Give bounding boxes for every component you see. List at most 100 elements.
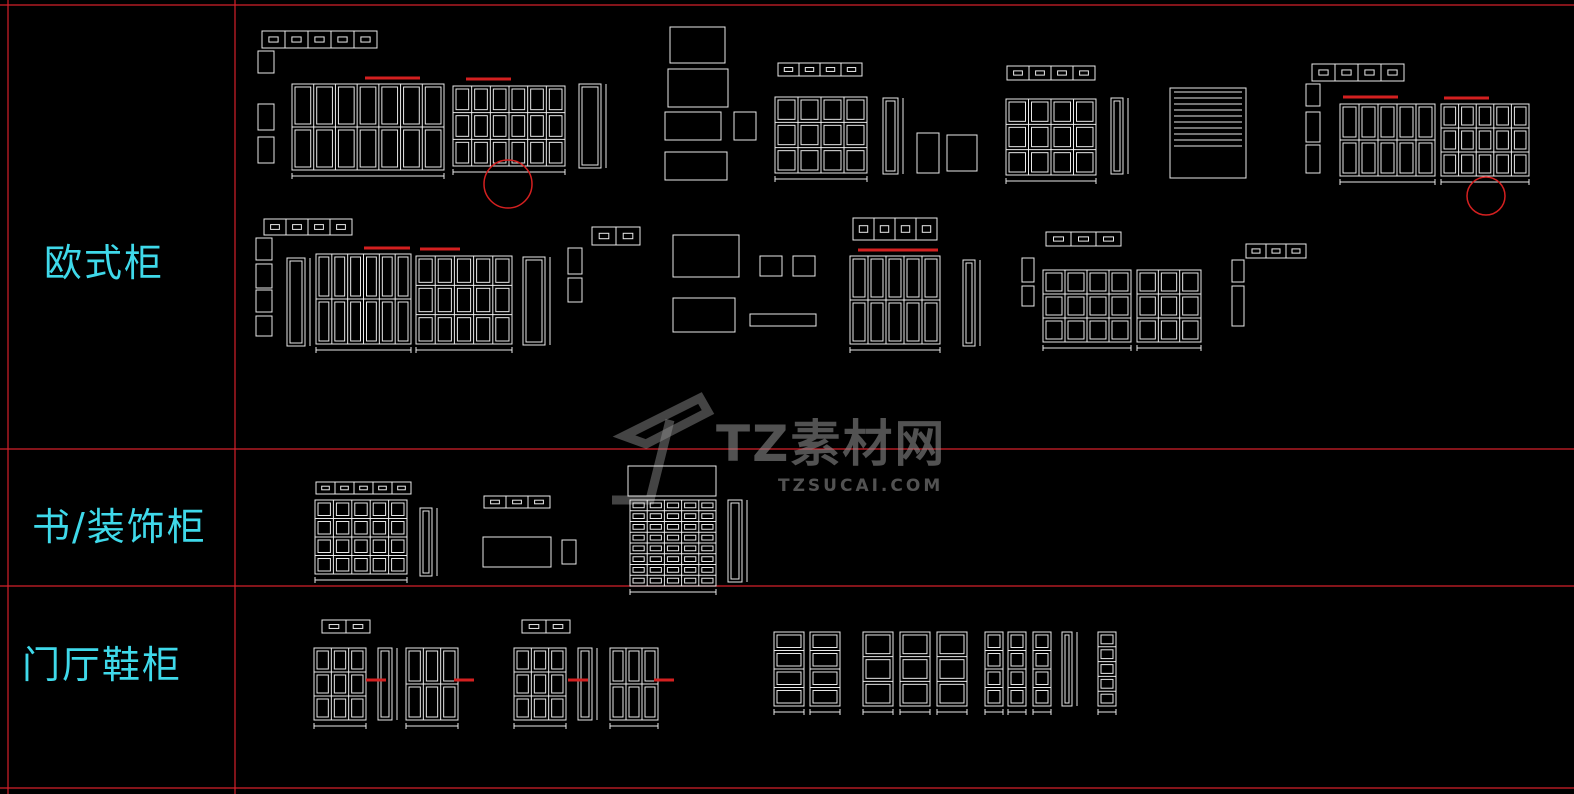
door-panel [403, 129, 420, 168]
door-panel [812, 690, 838, 704]
door-panel [425, 686, 439, 718]
door-panel [425, 650, 439, 682]
top-view-label-box [397, 485, 406, 491]
top-view-box [1072, 65, 1096, 81]
door-panel [492, 141, 507, 164]
top-view-label-box [291, 36, 302, 43]
door-panel [1139, 320, 1156, 340]
side-box [1305, 111, 1321, 143]
top-view-box [483, 495, 507, 509]
side-box [1305, 83, 1321, 107]
door-panel [987, 634, 1001, 648]
top-view-label-box [337, 36, 348, 43]
top-view-box [505, 495, 529, 509]
door-panel [418, 317, 433, 342]
top-view-box [873, 217, 896, 241]
top-view-label-box [1103, 236, 1114, 242]
side-section-inner [965, 262, 973, 344]
door-panel [1089, 272, 1107, 292]
door-panel [492, 115, 507, 137]
door-panel [318, 256, 330, 297]
door-panel [337, 129, 355, 168]
door-panel [381, 86, 399, 125]
door-panel [443, 686, 456, 718]
door-panel [335, 539, 350, 553]
side-section-inner [422, 510, 430, 574]
side-box [567, 277, 583, 303]
top-view-label-box [825, 67, 836, 72]
side-section [882, 97, 899, 175]
door-panel [1496, 106, 1509, 126]
cabinet-elevation [669, 26, 726, 64]
side-box [1021, 285, 1035, 307]
side-section [962, 259, 976, 347]
door-panel [495, 317, 510, 342]
door-panel [1496, 130, 1509, 150]
door-panel [333, 698, 347, 718]
door-panel [1008, 101, 1026, 122]
section-label-foyer-shoe-cabinet: 门厅鞋柜 [22, 643, 183, 687]
door-panel [354, 521, 368, 535]
door-panel [1010, 690, 1024, 704]
door-panel [1399, 106, 1414, 138]
door-panel [533, 674, 547, 694]
door-panel [1010, 634, 1024, 648]
top-view-box [1380, 63, 1405, 82]
door-panel [548, 88, 563, 111]
door-panel [492, 88, 507, 111]
door-panel [776, 634, 802, 648]
door-panel [649, 567, 662, 573]
top-view-label-box [1078, 236, 1089, 242]
top-view-label-box [900, 225, 911, 233]
watermark-title: TZ素材网 [716, 415, 947, 473]
shoe-cabinet-elevation [936, 631, 968, 707]
door-panel [939, 634, 965, 655]
door-panel [632, 556, 645, 562]
top-view-label-box [1035, 70, 1045, 76]
top-view-box [521, 619, 547, 634]
top-view-label-box [268, 36, 279, 43]
door-panel [1461, 106, 1474, 126]
door-panel [649, 513, 662, 519]
cabinet-elevation [664, 151, 728, 181]
top-view-label-box [858, 225, 869, 233]
cabinet-elevation [1440, 103, 1530, 177]
door-panel [1076, 126, 1094, 148]
door-panel [359, 129, 377, 168]
door-panel [437, 317, 452, 342]
shoe-cabinet-elevation [899, 631, 931, 707]
door-panel [1111, 320, 1129, 340]
top-view-label-box [336, 224, 346, 230]
door-panel [418, 258, 433, 283]
door-panel [644, 686, 656, 718]
door-panel [548, 115, 563, 137]
door-panel [612, 650, 624, 682]
top-view-label-box [512, 499, 522, 505]
door-panel [1008, 126, 1026, 148]
door-panel [1399, 142, 1414, 174]
cabinet-elevation [792, 255, 816, 277]
side-section-inner [580, 650, 590, 718]
top-view-box [315, 481, 336, 495]
door-panel [351, 650, 364, 670]
door-panel [1100, 678, 1114, 689]
top-view-box [1334, 63, 1359, 82]
door-panel [1380, 106, 1395, 138]
door-panel [316, 129, 333, 168]
door-panel [666, 567, 680, 573]
side-box [257, 50, 275, 74]
door-panel [666, 545, 680, 552]
door-panel [1089, 320, 1107, 340]
door-panel [1342, 106, 1357, 138]
door-panel [351, 698, 364, 718]
door-panel [354, 539, 368, 553]
side-section [577, 647, 593, 721]
door-panel [317, 558, 331, 572]
door-panel [666, 577, 680, 584]
side-section-inner [885, 100, 896, 172]
door-panel [443, 650, 456, 682]
door-panel [1461, 130, 1474, 150]
door-panel [294, 86, 312, 125]
door-panel [644, 650, 656, 682]
